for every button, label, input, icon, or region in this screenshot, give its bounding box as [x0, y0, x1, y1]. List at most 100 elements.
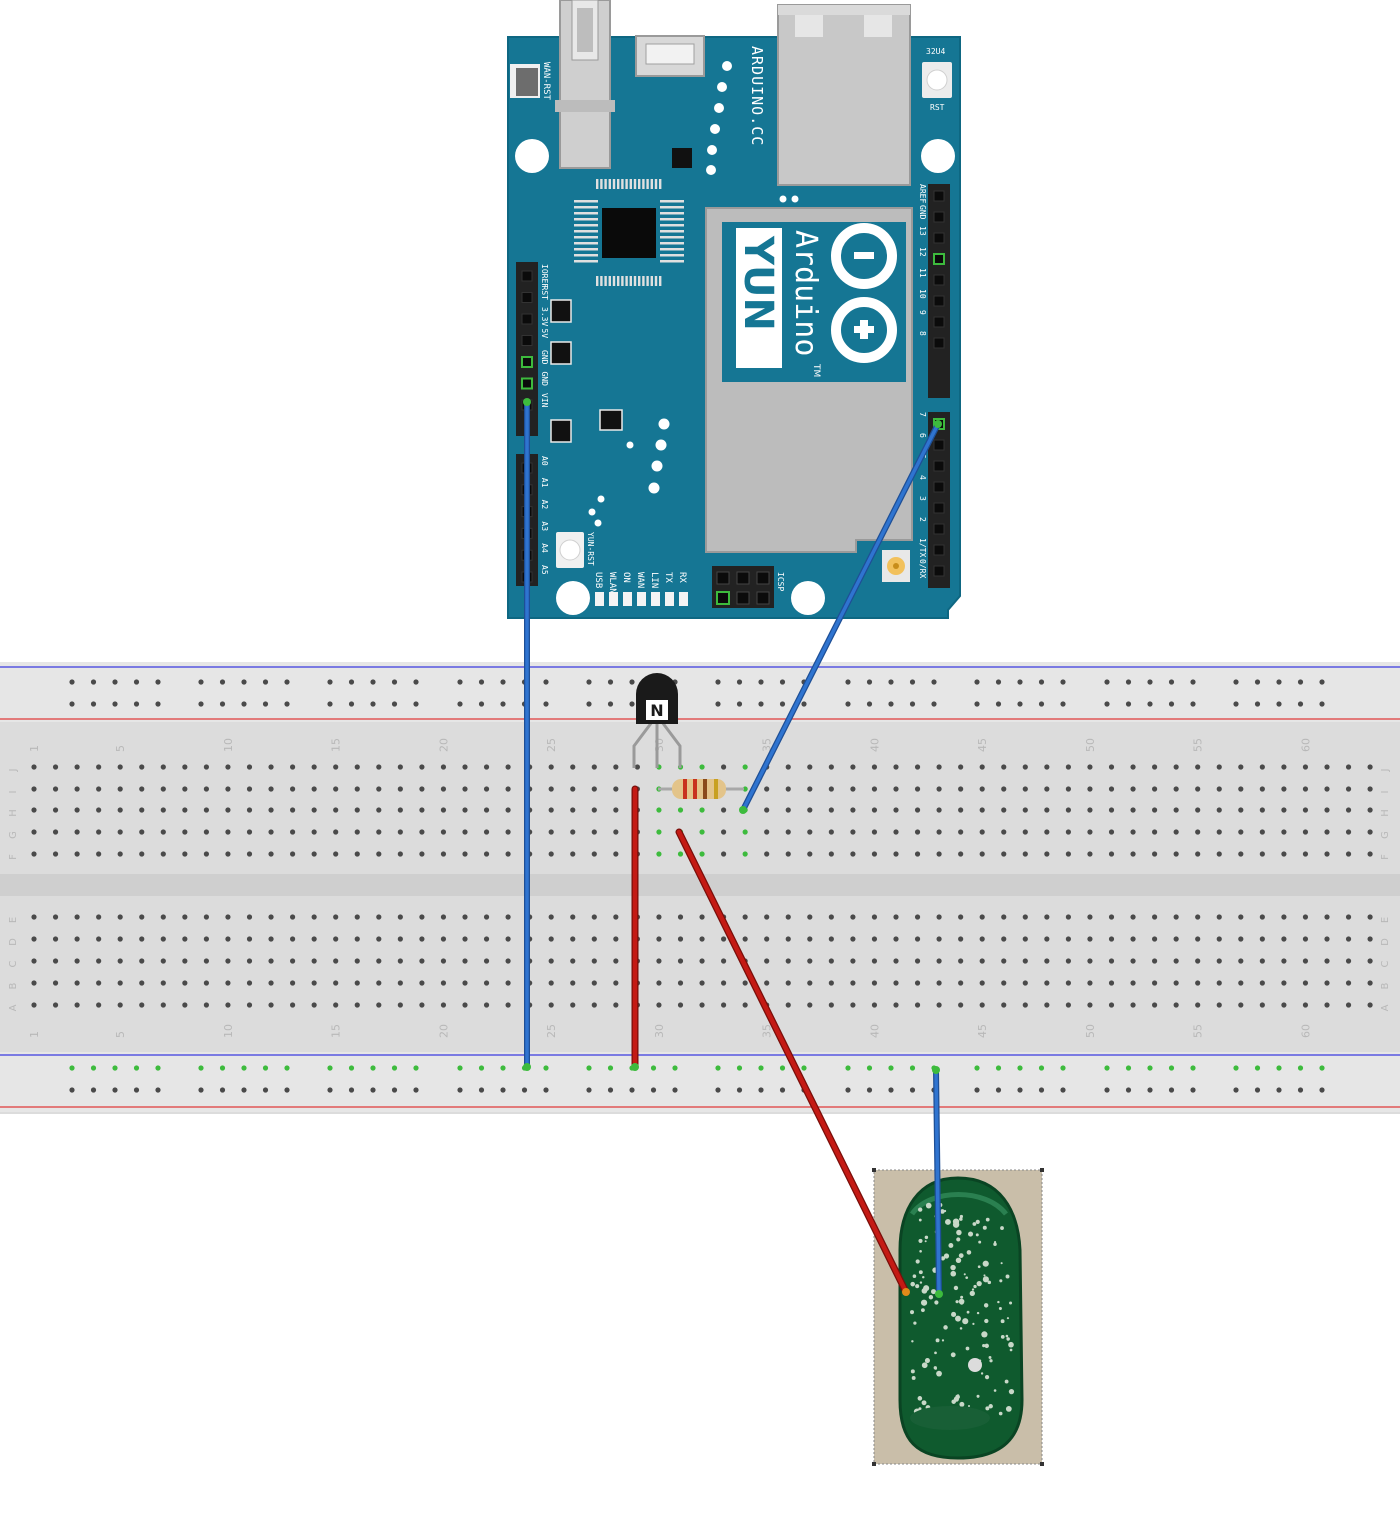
header-pin-label: 11 [918, 268, 927, 278]
minus-icon [854, 252, 874, 259]
model-label: YUN [735, 235, 781, 331]
column-label: 5 [114, 745, 127, 752]
row-label: A [8, 1004, 19, 1011]
led-label: WLAN [607, 572, 617, 594]
led-label: WAN [635, 572, 645, 588]
regulator-chip [550, 419, 572, 443]
column-label: 10 [222, 738, 235, 752]
column-label: 20 [437, 738, 450, 752]
mounting-hole [515, 139, 549, 173]
wifi-module: YUN Arduino TM [705, 207, 913, 553]
led-label: RX [677, 572, 687, 583]
header-pin [933, 439, 945, 451]
led-label: TX [663, 572, 673, 583]
wan-rst-label: WAN-RST [541, 62, 551, 101]
column-label: 30 [653, 1024, 666, 1038]
row-label: D [8, 938, 19, 946]
header-pin-label: 2 [918, 517, 927, 522]
chip-label: 32U4 [926, 47, 945, 56]
header-pin [521, 356, 533, 368]
status-led [679, 592, 688, 606]
status-led [651, 592, 660, 606]
digital-header-bottom: 7654321/TX0/RX [918, 412, 950, 588]
row-label: B [8, 982, 19, 989]
column-label: 40 [868, 1024, 881, 1038]
row-label: J [8, 769, 19, 773]
mounting-hole [791, 581, 825, 615]
header-pin [521, 270, 533, 282]
row-label: C [8, 960, 19, 967]
row-label: I [8, 791, 19, 794]
header-pin [933, 544, 945, 556]
header-pin-label: VIN [540, 393, 549, 408]
column-label: 50 [1084, 738, 1097, 752]
row-label: B [1380, 982, 1391, 989]
row-label: A [1380, 1004, 1391, 1011]
header-pin-label: A4 [540, 543, 549, 553]
header-pin [933, 523, 945, 535]
header-pin-label: A1 [540, 478, 549, 488]
transistor-label: N [650, 701, 663, 720]
header-pin-label: 5V [540, 329, 549, 339]
column-label: 60 [1299, 1024, 1312, 1038]
header-pin-label: A3 [540, 521, 549, 531]
header-pin [521, 292, 533, 303]
header-pin [933, 253, 945, 265]
row-label: J [1380, 769, 1391, 773]
column-label: 35 [761, 1024, 774, 1038]
remote-control-pcb [872, 1168, 1044, 1466]
column-label: 45 [976, 1024, 989, 1038]
column-label: 40 [868, 738, 881, 752]
brand-label: Arduino [788, 230, 823, 356]
header-pin-label: 3.3V [540, 307, 549, 326]
column-label: 30 [653, 738, 666, 752]
header-pin-label: GND [918, 205, 927, 220]
status-led [665, 592, 674, 606]
column-label: 45 [976, 738, 989, 752]
column-label: 50 [1084, 1024, 1097, 1038]
header-pin-label: 12 [918, 247, 927, 257]
header-pin-label: 8 [918, 331, 927, 336]
header-pin [933, 460, 945, 472]
column-label: 25 [545, 738, 558, 752]
row-label: G [8, 831, 19, 839]
status-led [609, 592, 618, 606]
rst-button: 32U4 RST [922, 47, 952, 112]
header-pin [933, 316, 945, 328]
header-pin [521, 335, 533, 346]
header-pin-label: GND [540, 350, 549, 365]
header-pin-label: 10 [918, 289, 927, 299]
usb-a-connector [555, 0, 615, 169]
led-label: USB [593, 572, 603, 588]
arduino-yun-board: WAN-RST 32U4 RST ARDUINO.CC [507, 0, 961, 619]
npn-transistor: N [632, 673, 682, 768]
led-label: ON [621, 572, 631, 583]
row-label: I [1380, 791, 1391, 794]
blue-wire-pin7 [740, 421, 941, 813]
header-pin-label: 7 [918, 412, 927, 417]
header-pin [933, 481, 945, 493]
header-pin [933, 274, 945, 286]
row-label: D [1380, 938, 1391, 946]
red-wire-remote [675, 828, 910, 1296]
header-pin [933, 502, 945, 514]
wan-rst-button: WAN-RST [510, 62, 551, 101]
ethernet-jack [777, 4, 911, 203]
regulator-chip [599, 409, 623, 431]
header-pin-label: A5 [540, 565, 549, 575]
tm-label: TM [811, 363, 821, 377]
column-label: 55 [1192, 738, 1205, 752]
row-label: H [8, 809, 19, 817]
led-label: LIN [649, 572, 659, 588]
header-pin [933, 565, 945, 577]
header-pin-label: 13 [918, 226, 927, 236]
header-pin-label: 1/TX [918, 538, 927, 557]
header-pin [933, 232, 945, 244]
header-pin-label: GND [540, 372, 549, 387]
website-label: ARDUINO.CC [748, 46, 766, 146]
header-pin-label: A0 [540, 456, 549, 466]
header-pin [933, 190, 945, 202]
